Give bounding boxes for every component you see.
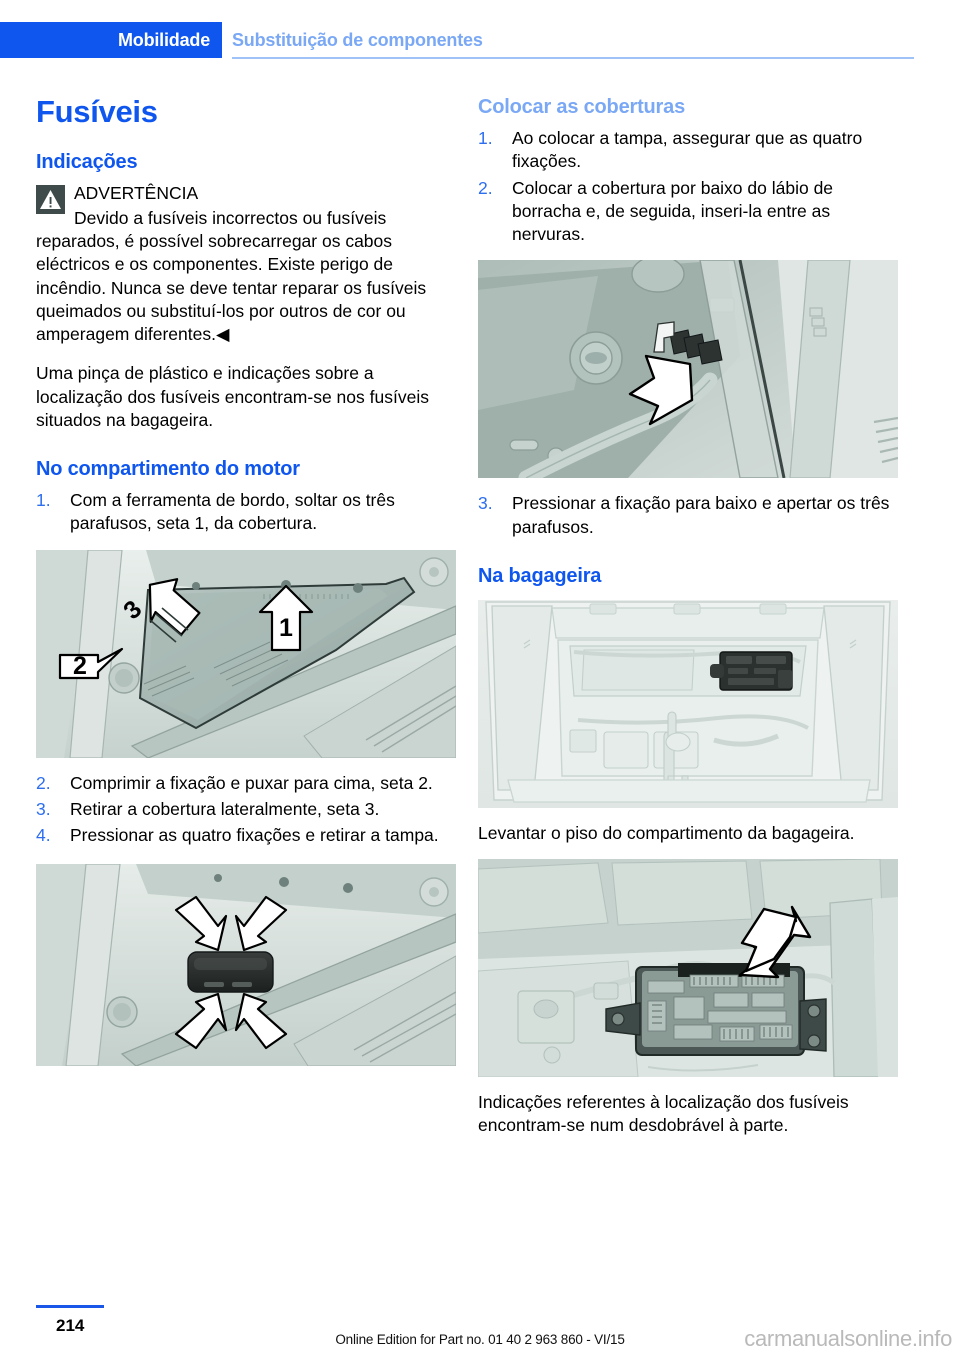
step-text: Com a ferramenta de bordo, soltar os trê… — [70, 490, 395, 534]
indicacoes-paragraph: Uma pinça de plástico e indicações sobre… — [36, 363, 429, 430]
warning-text: Devido a fusíveis incorrectos ou fusívei… — [36, 207, 427, 345]
luggage-fuse-box-diagram — [478, 859, 898, 1078]
page-number: 214 — [56, 1316, 85, 1335]
bagageira-paragraph-1: Levantar o piso do compartimento da baga… — [478, 822, 855, 843]
step-number: 3. — [36, 799, 51, 819]
footer-rule — [36, 1305, 104, 1308]
page-title: Fusíveis — [36, 94, 158, 129]
steps-coberturas-second: 3. Pressionar a fixação para baixo e ape… — [478, 492, 898, 539]
luggage-compartment-diagram — [478, 599, 898, 808]
warning-block: ADVERTÊNCIA Devido a fusíveis incorrecto… — [36, 182, 456, 347]
left-column: Fusíveis Indicações ADVERTÊNCIA Devido a… — [36, 94, 456, 1080]
list-item: 2. Comprimir a fixação e puxar para cima… — [36, 772, 456, 795]
list-item: 3. Retirar a cobertura lateralmente, set… — [36, 798, 456, 821]
watermark-text: carmanualsonline.info — [744, 1326, 952, 1351]
header-divider — [232, 57, 914, 59]
svg-text:1: 1 — [279, 614, 293, 642]
list-item: 3. Pressionar a fixação para baixo e ape… — [478, 492, 898, 539]
list-item: 1. Com a ferramenta de bordo, soltar os … — [36, 489, 456, 536]
step-number: 1. — [478, 128, 493, 148]
list-item: 2. Colocar a cobertura por baixo do lábi… — [478, 177, 898, 247]
step-number: 2. — [36, 772, 51, 793]
header-subsection: Substituição de componentes — [232, 22, 483, 58]
page-header: Mobilidade Substituição de componentes — [0, 22, 960, 58]
step-number: 1. — [36, 490, 51, 511]
engine-compartment-cover-diagram: 1 2 3 — [36, 549, 456, 758]
header-section-tag: Mobilidade — [0, 22, 222, 58]
warning-label: ADVERTÊNCIA — [74, 182, 199, 203]
four-clips-cover-diagram — [36, 863, 456, 1066]
step-text: Pressionar as quatro fixações e retirar … — [70, 825, 439, 846]
list-item: 1. Ao colocar a tampa, assegurar que as … — [478, 127, 898, 174]
list-item: 4. Pressionar as quatro fixações e retir… — [36, 824, 456, 847]
heading-no-compartimento-do-motor: No compartimento do motor — [36, 458, 300, 481]
step-text: Retirar a cobertura lateralmente, seta 3… — [70, 799, 380, 819]
step-text: Colocar a cobertura por baixo do lábio d… — [512, 177, 834, 245]
right-column: Colocar as coberturas 1. Ao colocar a ta… — [478, 96, 898, 1150]
step-number: 2. — [478, 177, 493, 198]
header-subsection-label: Substituição de componentes — [232, 29, 483, 50]
header-section-tag-label: Mobilidade — [118, 29, 210, 50]
steps-coberturas-first: 1. Ao colocar a tampa, assegurar que as … — [478, 127, 898, 246]
steps-motor-second: 2. Comprimir a fixação e puxar para cima… — [36, 772, 456, 848]
svg-text:2: 2 — [73, 652, 87, 680]
step-text: Comprimir a fixação e puxar para cima, s… — [70, 772, 433, 793]
step-number: 3. — [478, 493, 493, 514]
step-text: Ao colocar a tampa, assegurar que as qua… — [512, 128, 863, 172]
step-number: 4. — [36, 825, 51, 846]
warning-triangle-icon — [36, 184, 65, 214]
rubber-lip-clip-diagram — [478, 260, 898, 479]
heading-na-bagageira: Na bagageira — [478, 564, 602, 587]
heading-indicacoes: Indicações — [36, 150, 138, 173]
bagageira-paragraph-2: Indicações referentes à localização dos … — [478, 1092, 849, 1136]
steps-motor-first: 1. Com a ferramenta de bordo, soltar os … — [36, 489, 456, 536]
footer-edition-note: Online Edition for Part no. 01 40 2 963 … — [335, 1332, 625, 1347]
step-text: Pressionar a fixação para baixo e aperta… — [512, 493, 890, 537]
heading-colocar-as-coberturas: Colocar as coberturas — [478, 96, 685, 118]
